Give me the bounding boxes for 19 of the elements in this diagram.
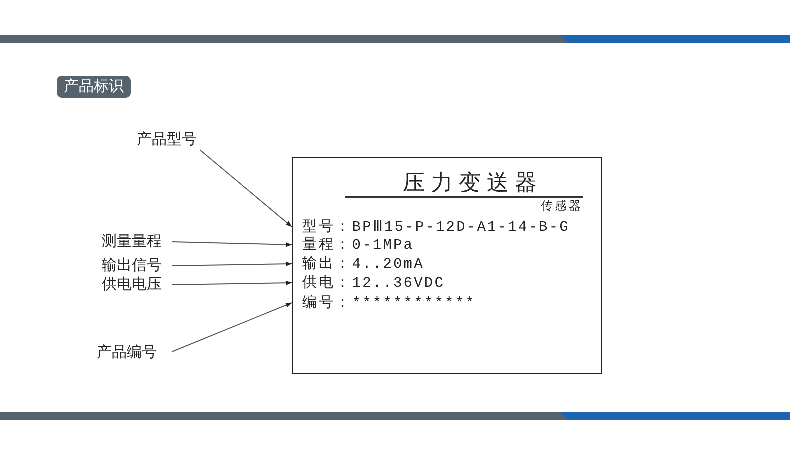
leader-arrow — [200, 150, 292, 228]
plate-subtitle: 传感器 — [541, 198, 583, 215]
callout-label: 产品型号 — [137, 130, 200, 150]
plate-field: 供电：12..36VDC — [292, 274, 446, 294]
plate-field: 编号：************ — [292, 294, 476, 314]
plate-title: 压力变送器 — [402, 170, 544, 196]
leader-arrow — [172, 302, 292, 352]
callout-label: 测量量程 — [102, 232, 172, 252]
leader-arrow — [172, 280, 292, 286]
plate-field: 量程：0-1MPa — [292, 236, 414, 256]
nameplate-frame — [292, 157, 602, 374]
callout-label: 产品编号 — [97, 343, 172, 363]
callout-label: 输出信号 — [102, 256, 172, 276]
plate-field: 型号：BPⅢ15-P-12D-A1-14-B-G — [292, 218, 570, 238]
leader-arrow — [172, 242, 292, 248]
leader-arrow — [172, 262, 292, 266]
callout-label: 供电电压 — [102, 275, 172, 295]
plate-field: 输出：4..20mA — [292, 256, 424, 274]
section-heading: 产品标识 — [57, 76, 131, 98]
